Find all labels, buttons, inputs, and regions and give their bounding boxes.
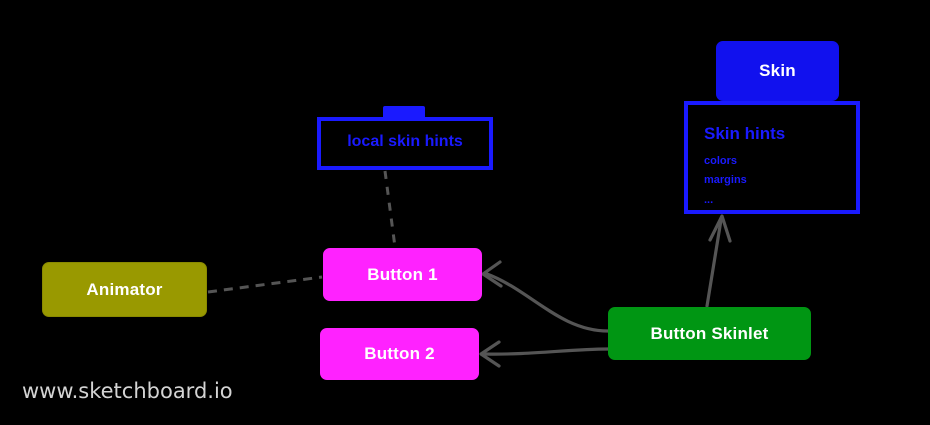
edge-skinlet-to-skinhints <box>705 218 723 308</box>
watermark: www.sketchboard.io <box>22 379 233 403</box>
edge-skinlet-to-button2 <box>483 347 610 356</box>
skin-hints-title: Skin hints <box>704 124 786 143</box>
node-button-1-label: Button 1 <box>367 264 438 284</box>
arrowhead-skinhints <box>708 214 732 243</box>
node-animator[interactable]: Animator <box>42 262 207 317</box>
node-button-1[interactable]: Button 1 <box>323 248 482 301</box>
node-button-skinlet[interactable]: Button Skinlet <box>608 307 811 360</box>
skin-hints-line-margins: margins <box>704 174 747 186</box>
node-skin-label: Skin <box>759 61 796 80</box>
local-skin-hints-title: local skin hints <box>347 133 463 150</box>
arrowhead-button2 <box>479 340 501 368</box>
node-animator-label: Animator <box>86 279 163 299</box>
node-local-skin-hints[interactable]: local skin hints <box>317 117 493 170</box>
local-skin-hints-tab-icon <box>383 106 425 119</box>
node-button-2-label: Button 2 <box>364 344 435 363</box>
arrowhead-button1 <box>481 260 503 288</box>
skin-hints-line-colors: colors <box>704 155 738 167</box>
node-skin[interactable]: Skin <box>716 41 839 101</box>
skin-hints-line-ellipsis: ... <box>704 194 714 206</box>
edge-skinlet-to-button1 <box>485 272 610 333</box>
node-button-2[interactable]: Button 2 <box>320 328 479 380</box>
node-button-skinlet-label: Button Skinlet <box>650 323 769 343</box>
node-skin-hints[interactable]: Skin hints colors margins ... <box>684 101 860 214</box>
edge-localhints-to-button1 <box>383 170 397 248</box>
edge-animator-to-button1 <box>207 275 323 294</box>
